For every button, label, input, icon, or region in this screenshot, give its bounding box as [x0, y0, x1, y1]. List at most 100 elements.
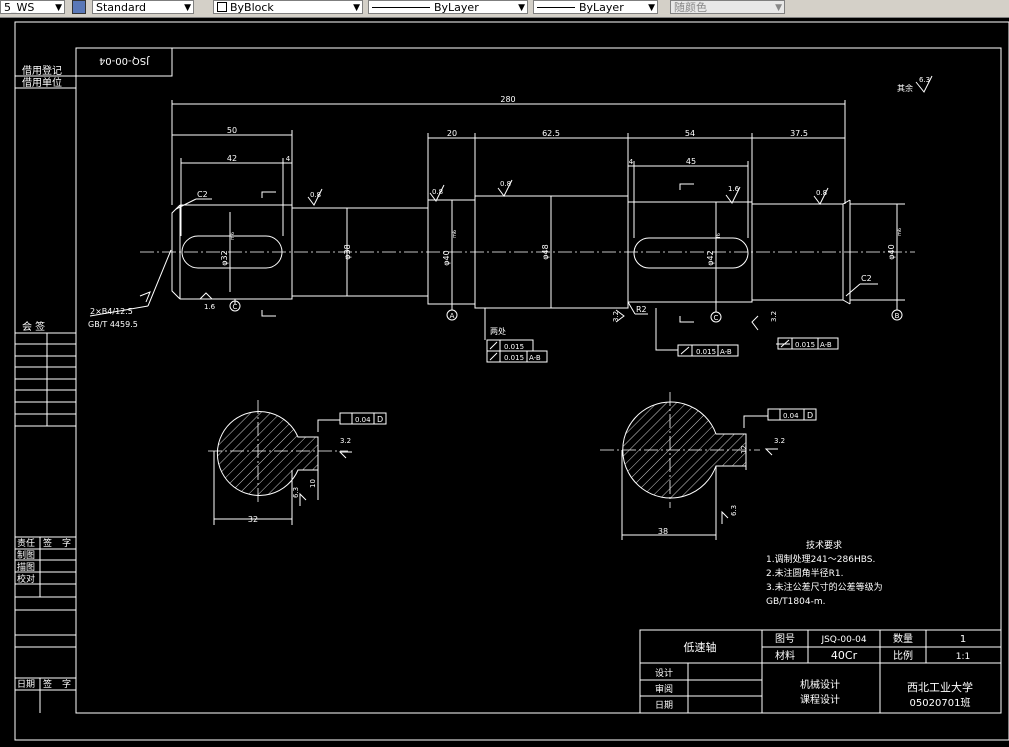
dim-20: 20 [447, 129, 457, 138]
dim-37-5: 37.5 [790, 129, 808, 138]
sig-label-resp: 责任 [17, 537, 35, 549]
dim-42: 42 [227, 154, 237, 163]
text-style-icon[interactable] [72, 0, 86, 14]
center-hole-leader [89, 305, 149, 317]
fcf-4-value: 0.015 [795, 341, 815, 349]
keyway-left [181, 235, 283, 269]
dim-dia42: φ42 [706, 250, 715, 265]
section-view-1 [208, 400, 387, 525]
part-no-box [75, 47, 173, 77]
text-style-value: Standard [96, 1, 147, 14]
countersign-label: 会 签 [22, 320, 45, 333]
fillet-r2: R2 [636, 305, 647, 314]
fcf-3-value: 0.015 [696, 348, 716, 356]
sec1-width: 32 [248, 515, 258, 524]
sec1-depth: 10 [309, 479, 317, 488]
tb-school: 西北工业大学 [907, 680, 973, 694]
tb-qty: 1 [960, 634, 966, 645]
dim-54: 54 [685, 129, 695, 138]
fcf-2-ref: A-B [529, 354, 541, 362]
roughness-8: 3.2 [770, 311, 778, 322]
chamfer-left: C2 [197, 190, 208, 199]
center-hole: 2×B4/12.5 [90, 307, 133, 316]
datum-a: A [450, 312, 455, 320]
chevron-down-icon[interactable]: ▼ [55, 3, 62, 13]
roughness-5: 0.8 [816, 189, 827, 197]
notes-title: 技术要求 [806, 539, 842, 551]
chamfer-leader [845, 283, 861, 297]
note-1: 1.调制处理241～286HBS. [766, 553, 875, 565]
dim-dia48: φ48 [541, 244, 550, 259]
sec1-ref: D [377, 415, 383, 424]
note-4: GB/T1804-m. [766, 597, 825, 607]
roughness-2: 0.8 [432, 188, 443, 196]
fcf-frame-3 [677, 344, 739, 357]
chevron-down-icon[interactable]: ▼ [775, 3, 782, 13]
both-places-label: 两处 [490, 326, 506, 336]
fcf-2-value: 0.015 [504, 354, 524, 362]
chevron-down-icon[interactable]: ▼ [184, 3, 191, 13]
dim-dia32: φ32 [220, 250, 229, 265]
datum-b: B [895, 312, 900, 320]
date-sign-label: 签 [43, 678, 52, 690]
roughness-symbols [198, 179, 829, 524]
fcf-frame-1 [486, 339, 548, 363]
title-block-grid [639, 629, 1002, 714]
drawing-canvas[interactable]: JSQ-00-04 借用登记 借用单位 会 签 责任 签 字 制图 描图 校对 … [0, 18, 1009, 743]
section-view-2 [600, 392, 817, 540]
roughness-4: 1.6 [728, 185, 740, 193]
dim-62-5: 62.5 [542, 129, 560, 138]
dim-overall: 280 [500, 95, 515, 104]
roughness-6: 1.6 [204, 303, 216, 311]
dim-4b: 4 [629, 158, 634, 166]
plotstyle-value: 随颜色 [674, 1, 707, 14]
tb-course-2: 课程设计 [800, 693, 840, 706]
sec2-sym: 0.04 [783, 412, 799, 420]
shaft-top-outline [180, 195, 851, 209]
roughness-rest-symbol [915, 75, 933, 93]
chevron-down-icon[interactable]: ▼ [648, 3, 655, 13]
sec2-depth: 12 [740, 445, 748, 454]
chevron-down-icon[interactable]: ▼ [353, 3, 360, 13]
keyway-right [633, 237, 749, 269]
sec2-ref: D [807, 411, 813, 420]
drawing-border [75, 47, 1002, 714]
tol-m6: m6 [230, 232, 236, 240]
fcf-frame-4 [777, 337, 839, 350]
tb-course-1: 机械设计 [800, 678, 840, 691]
shaft-bottom-outline [180, 295, 851, 309]
color-swatch-icon [217, 2, 227, 12]
dim-dia40a: φ40 [442, 250, 451, 265]
center-hole-leader [147, 249, 172, 307]
center-hole-std: GB/T 4459.5 [88, 320, 138, 329]
tb-material-label: 材料 [775, 649, 795, 662]
tol-m6-b: m6 [452, 230, 458, 238]
borrow-record-label: 借用登记 [22, 64, 62, 77]
date-char-label: 字 [62, 678, 71, 690]
note-3: 3.未注公差尺寸的公差等级为 [766, 581, 883, 593]
tb-drawing-no-label: 图号 [775, 633, 795, 645]
tb-scale-label: 比例 [893, 649, 913, 662]
roughness-7: 3.2 [612, 311, 620, 322]
color-combo[interactable]: ByBlock▼ [213, 0, 363, 14]
signature-table [15, 536, 76, 713]
tb-design: 设计 [655, 667, 673, 679]
drawing-svg: JSQ-00-04 借用登记 借用单位 会 签 责任 签 字 制图 描图 校对 … [14, 21, 1009, 741]
fcf-3-ref: A-B [720, 348, 732, 356]
datum-c: C [233, 303, 238, 311]
chevron-down-icon[interactable]: ▼ [518, 3, 525, 13]
dim-dia40b: φ40 [887, 244, 896, 259]
linetype-combo[interactable]: ByLayer▼ [368, 0, 528, 14]
sec2-width: 38 [658, 527, 668, 536]
text-style-combo[interactable]: Standard ▼ [92, 0, 194, 14]
plotstyle-combo[interactable]: 随颜色 ▼ [670, 0, 785, 14]
workspace-value: 5_WS [4, 1, 35, 14]
tb-qty-label: 数量 [893, 632, 913, 645]
lineweight-combo[interactable]: ByLayer▼ [533, 0, 658, 14]
tb-material: 40Cr [831, 649, 858, 662]
sig-label-check: 校对 [17, 573, 35, 585]
borrow-unit-label: 借用单位 [22, 76, 62, 89]
tb-class: 05020701班 [910, 697, 971, 709]
workspace-combo[interactable]: 5_WS ▼ [0, 0, 65, 14]
sig-label-draw: 制图 [17, 549, 35, 561]
